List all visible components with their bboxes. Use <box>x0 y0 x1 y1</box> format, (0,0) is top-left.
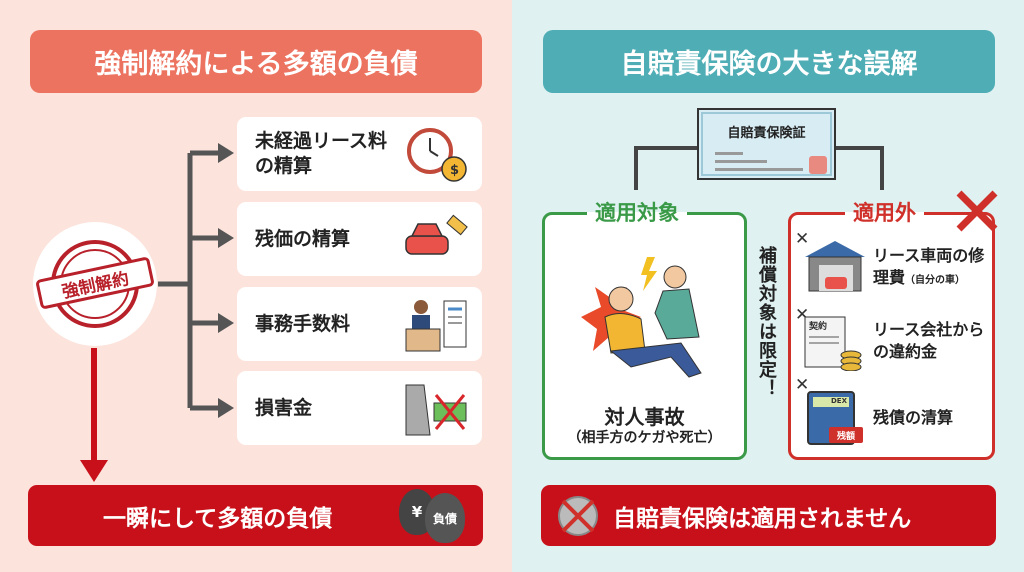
item-label: 残価の精算 <box>255 227 351 250</box>
right-panel: 自賠責保険の大きな誤解 自賠責保険証 適用対象 対人事故 （相手方のケガや死亡）… <box>512 0 1024 572</box>
big-x-icon <box>956 190 998 232</box>
excluded-box: 適用外 ✕ リース車両の修理費（自分の車） ✕ 契約 リース会社からの違約金 ✕… <box>788 190 998 460</box>
bottom-message: 一瞬にして多額の負債 <box>103 505 333 532</box>
calculator-display: DEX <box>813 397 849 407</box>
covered-title: 適用対象 <box>587 197 687 227</box>
item-unexpired-lease: 未経過リース料の精算 $ <box>237 117 482 191</box>
x-mark-icon: ✕ <box>795 229 810 249</box>
garage-car-icon <box>805 241 865 292</box>
contract-label: 契約 <box>808 320 827 332</box>
calculator-icon: DEX 残額 <box>807 391 863 445</box>
debt-bag: 負債 <box>425 493 465 543</box>
excluded-item-repair: リース車両の修理費（自分の車） <box>873 245 993 288</box>
item-label: リース車両の修理費 <box>873 246 985 287</box>
item-label: 未経過リース料の精算 <box>255 130 388 177</box>
item-damages: 損害金 <box>237 371 482 445</box>
item-label: 事務手数料 <box>255 312 351 335</box>
left-panel: 強制解約による多額の負債 強制解約 未経過リース料の精算 $ 残価の精算 <box>0 0 512 572</box>
stamp-circle: 強制解約 <box>33 222 157 346</box>
contract-coins-icon: 契約 <box>804 316 862 371</box>
prohibited-coin-icon <box>558 496 598 536</box>
clerk-document-icon <box>405 300 467 352</box>
clock-money-bag-icon: $ <box>407 128 467 182</box>
certificate-title: 自賠責保険証 <box>727 126 806 141</box>
bottom-message: 自賠責保険は適用されません <box>613 505 912 532</box>
car-price-tag-icon <box>405 214 468 255</box>
excluded-item-penalty: リース会社からの違約金 <box>873 320 985 361</box>
item-admin-fee: 事務手数料 <box>237 287 482 361</box>
flow-connectors <box>80 143 234 482</box>
excluded-title: 適用外 <box>845 197 924 227</box>
certificate-connectors <box>634 146 884 190</box>
debt-bags-icon: ¥ 負債 <box>399 479 469 543</box>
left-bottom-banner: 一瞬にして多額の負債 ¥ 負債 <box>28 485 483 546</box>
vertical-note: 補償対象は限定！ <box>756 246 777 398</box>
left-header: 強制解約による多額の負債 <box>30 30 482 93</box>
covered-label: 対人事故 <box>604 405 685 429</box>
broken-wall-money-icon <box>405 384 467 436</box>
seal-icon <box>809 156 827 174</box>
balance-tag: 残額 <box>829 427 863 443</box>
x-mark-icon: ✕ <box>795 375 810 395</box>
covered-sub: （相手方のケガや死亡） <box>567 430 722 446</box>
injured-person-icon <box>581 257 702 378</box>
covered-box: 適用対象 対人事故 （相手方のケガや死亡） <box>542 197 747 460</box>
right-header: 自賠責保険の大きな誤解 <box>543 30 995 93</box>
item-note: （自分の車） <box>905 274 966 286</box>
svg-text:$: $ <box>450 163 459 178</box>
excluded-item-balance: 残債の清算 <box>873 408 954 427</box>
item-residual-value: 残価の精算 <box>237 202 482 276</box>
right-bottom-banner: 自賠責保険は適用されません <box>541 485 996 546</box>
item-label: 損害金 <box>255 396 313 419</box>
insurance-certificate: 自賠責保険証 <box>697 108 836 180</box>
